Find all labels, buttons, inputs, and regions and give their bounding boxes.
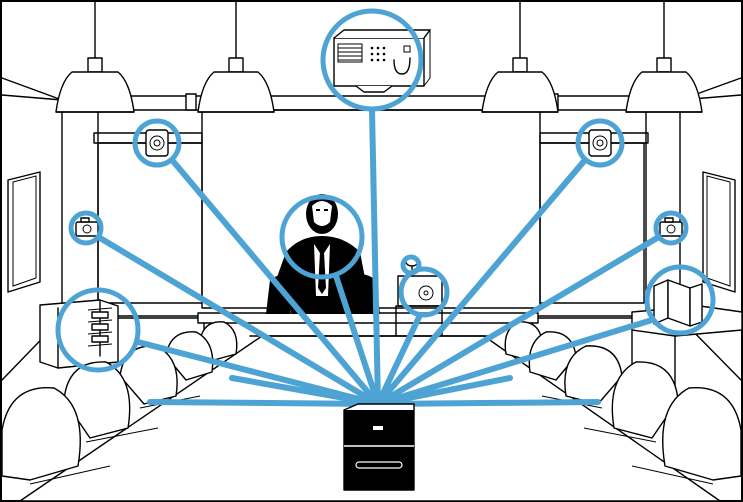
lamp [481, 0, 559, 113]
connection-ray [375, 399, 601, 407]
projector-highlight-ring [320, 8, 424, 112]
lamp [55, 0, 135, 113]
speaker-left-connection-ray [169, 157, 381, 407]
left-rack-cabinet [39, 299, 119, 369]
speaker-icon [145, 129, 169, 157]
document-camera-secondary-ring [400, 254, 422, 276]
camera-left-connection-ray [97, 235, 381, 407]
binders-highlight-ring [644, 264, 716, 336]
lamp [625, 0, 703, 113]
speaker-icon [588, 129, 612, 157]
connection-rays [97, 107, 660, 407]
document-camera-connection-ray [375, 312, 423, 407]
speaker-left-highlight-ring [132, 118, 182, 168]
presenter-connection-ray [333, 273, 381, 407]
speaker-right-highlight-ring [575, 118, 625, 168]
speaker-right-connection-ray [375, 157, 588, 407]
projector-connection-ray [369, 107, 381, 407]
ceiling-lamps [55, 0, 703, 113]
lamp [197, 0, 275, 113]
projector-icon [333, 28, 431, 93]
presenter-highlight-ring [279, 194, 365, 280]
connection-ray [147, 399, 381, 407]
camera-left-highlight-ring [68, 210, 104, 246]
binders-connection-ray [375, 317, 655, 407]
equipment-rack-highlight-ring [55, 287, 141, 373]
camera-right-connection-ray [375, 235, 660, 407]
camera-icon [75, 217, 99, 237]
device-highlights [55, 8, 716, 373]
chairs-left [1, 321, 238, 485]
camera-icon [659, 217, 683, 237]
camera-right-highlight-ring [653, 210, 689, 246]
av-control-box-icon [343, 403, 415, 491]
document-camera-highlight-ring [398, 266, 450, 318]
equipment-rack-connection-ray [135, 339, 381, 407]
chairs-right [504, 321, 742, 485]
